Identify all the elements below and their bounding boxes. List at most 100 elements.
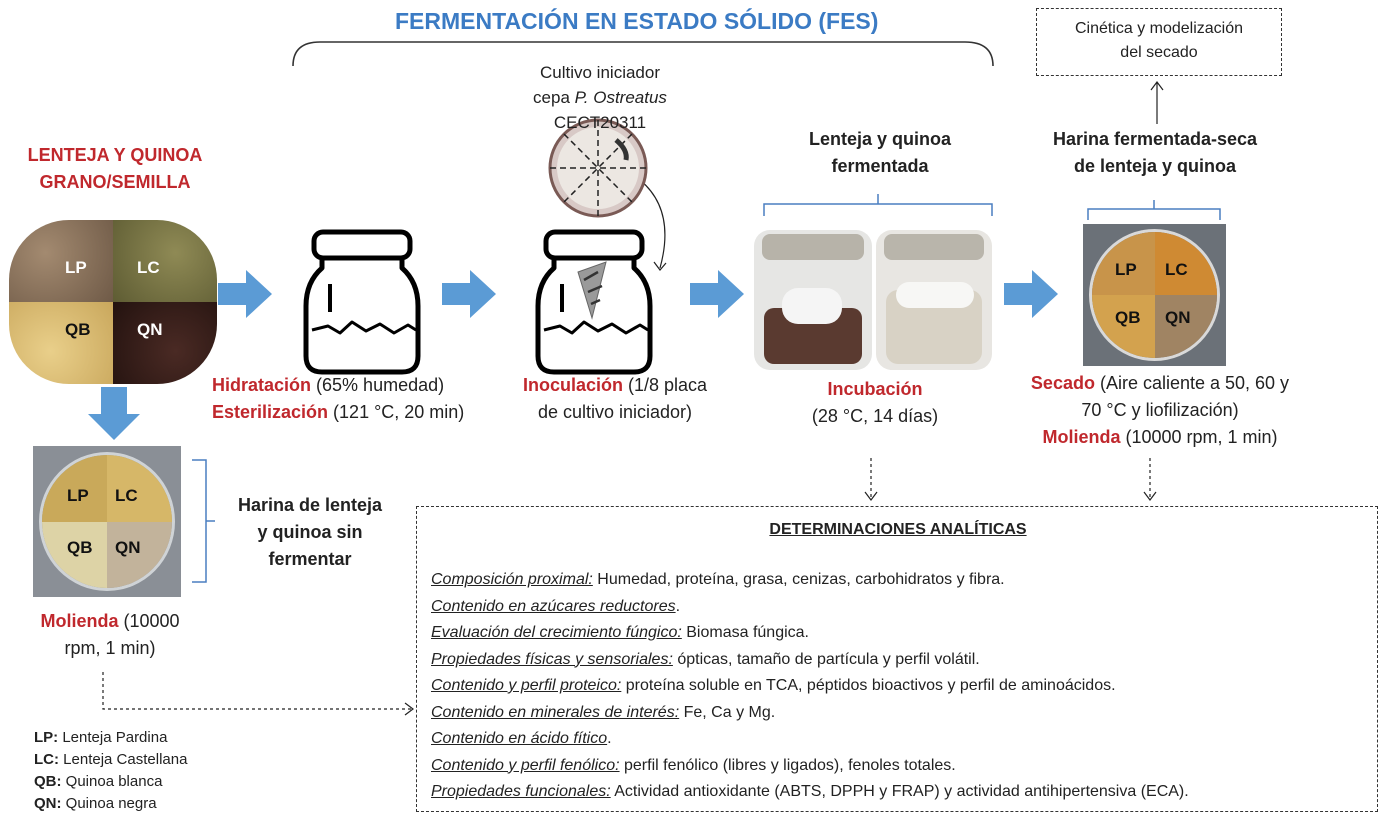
analytics-item-text: proteína soluble en TCA, péptidos bioact… <box>621 677 1116 694</box>
step-incubation: Incubación (28 °C, 14 días) <box>760 376 990 430</box>
inoculation-detail: (1/8 placa <box>622 375 708 395</box>
analytics-item: Composición proximal: Humedad, proteína,… <box>431 567 1189 594</box>
analytics-heading: DETERMINACIONES ANALÍTICAS <box>769 521 1027 538</box>
legend-text: Lenteja Castellana <box>59 751 188 768</box>
arrow-right-2 <box>442 270 496 318</box>
unf-label-qn: QN <box>115 538 141 557</box>
raw-heading-line2: GRANO/SEMILLA <box>39 172 191 192</box>
diagram-title: FERMENTACIÓN EN ESTADO SÓLIDO (FES) <box>395 8 879 34</box>
analytics-item: Contenido en minerales de interés: Fe, C… <box>431 700 1189 727</box>
raw-lc-quadrant <box>113 220 217 302</box>
drying-detail: (Aire caliente a 50, 60 y <box>1094 373 1290 393</box>
arrow-down-1 <box>88 387 140 440</box>
analytics-item-label: Contenido en azúcares reductores <box>431 597 676 615</box>
arrow-right-1 <box>218 270 272 318</box>
unfermented-label-line1: Harina de lenteja <box>237 495 383 515</box>
starter-line1: Cultivo iniciador <box>540 63 660 82</box>
step-drying: Secado (Aire caliente a 50, 60 y 70 °C y… <box>1010 370 1310 451</box>
unf-label-qb: QB <box>67 538 93 557</box>
hydration-name: Hidratación <box>212 375 312 395</box>
unfermented-label-line3: fermentar <box>268 549 352 569</box>
step-hydration: Hidratación (65% humedad) Esterilización… <box>212 372 512 426</box>
up-arrow-kinetics <box>1150 81 1164 124</box>
process-arrows <box>88 270 1058 440</box>
dried-label-lc: LC <box>1165 260 1188 279</box>
raw-qn-quadrant <box>113 302 217 384</box>
raw-label-lc: LC <box>137 258 160 277</box>
kinetics-box: Cinética y modelización del secado <box>1036 8 1282 76</box>
inoculation-name: Inoculación <box>522 375 623 395</box>
unfermented-label: Harina de lenteja y quinoa sin fermentar <box>210 492 410 573</box>
jar-hydration-icon <box>303 229 421 375</box>
title-bracket <box>292 41 994 67</box>
starter-line3: CECT20311 <box>553 113 647 132</box>
unfermented-label-line2: y quinoa sin <box>257 522 363 542</box>
milling-detail: (10000 rpm, 1 min) <box>1120 427 1278 447</box>
legend-text: Lenteja Pardina <box>58 729 168 746</box>
starter-to-jar-arrow <box>639 179 666 269</box>
legend-abbr: LC: <box>34 751 59 768</box>
analytics-item-text: . <box>607 730 612 747</box>
analytics-item: Propiedades físicas y sensoriales: óptic… <box>431 647 1189 674</box>
incubation-detail: (28 °C, 14 días) <box>811 406 939 426</box>
sterilization-name: Esterilización <box>212 402 329 422</box>
drying-detail2: 70 °C y liofilización) <box>1081 400 1239 420</box>
starter-culture-dish <box>548 118 648 218</box>
sterilization-detail: (121 °C, 20 min) <box>328 402 465 422</box>
milling-name: Molienda <box>1042 427 1121 447</box>
dried-bracket <box>1087 200 1221 220</box>
kinetics-line1: Cinética y modelización <box>1074 20 1244 37</box>
analytics-item-text: Biomasa fúngica. <box>681 624 809 641</box>
dried-label-qb: QB <box>1115 308 1141 327</box>
legend-item: QN: Quinoa negra <box>34 793 187 815</box>
abbreviation-legend: LP: Lenteja Pardina LC: Lenteja Castella… <box>34 727 187 815</box>
drying-name: Secado <box>1030 373 1095 393</box>
analytics-item-label: Composición proximal: <box>431 571 593 588</box>
analytics-item-label: Contenido y perfil proteico: <box>431 677 622 694</box>
analytics-item: Contenido y perfil fenólico: perfil fenó… <box>431 753 1189 780</box>
analytics-box: DETERMINACIONES ANALÍTICAS Composición p… <box>416 506 1378 812</box>
starter-culture-label: Cultivo iniciador cepa P. Ostreatus CECT… <box>500 60 700 135</box>
jar-inoculation-icon <box>535 229 653 375</box>
arrow-right-4 <box>1004 270 1058 318</box>
raw-heading-line1: LENTEJA Y QUINOA <box>27 145 203 165</box>
starter-line2-species: P. Ostreatus <box>574 88 667 107</box>
raw-heading: LENTEJA Y QUINOA GRANO/SEMILLA <box>0 142 230 196</box>
analytics-item-text: . <box>675 597 681 615</box>
raw-qb-quadrant <box>9 302 113 384</box>
analytics-item-label: Propiedades funcionales: <box>431 783 611 800</box>
unfermented-bracket <box>192 459 215 583</box>
legend-item: LC: Lenteja Castellana <box>34 749 187 771</box>
analytics-item: Contenido en azúcares reductores. <box>431 594 1189 621</box>
step-inoculation: Inoculación (1/8 placa de cultivo inicia… <box>500 372 730 426</box>
dried-label-lp: LP <box>1115 260 1137 279</box>
unfermented-milling-name: Molienda <box>40 611 119 631</box>
analytics-item-label: Evaluación del crecimiento fúngico: <box>431 624 682 641</box>
fermented-label: Lenteja y quinoa fermentada <box>770 126 990 180</box>
kinetics-line2: del secado <box>1120 44 1198 61</box>
unfermented-flour-image: LP LC QB QN <box>33 446 181 597</box>
analytics-item: Contenido en ácido fítico. <box>431 726 1189 753</box>
unfermented-milling-detail2: rpm, 1 min) <box>64 638 156 658</box>
incubation-name: Incubación <box>827 379 923 399</box>
analytics-item: Contenido y perfil proteico: proteína so… <box>431 673 1189 700</box>
raw-label-qn: QN <box>137 320 163 339</box>
analytics-item-text: ópticas, tamaño de partícula y perfil vo… <box>672 650 980 668</box>
analytics-item: Evaluación del crecimiento fúngico: Biom… <box>431 620 1189 647</box>
analytics-list: Composición proximal: Humedad, proteína,… <box>431 567 1189 806</box>
raw-lp-quadrant <box>9 220 113 302</box>
analytics-item-text: perfil fenólico (libres y ligados), feno… <box>619 756 956 774</box>
fermented-bracket <box>763 194 993 216</box>
dried-line1: Harina fermentada-seca <box>1052 129 1258 149</box>
legend-text: Quinoa blanca <box>61 773 163 790</box>
legend-item: QB: Quinoa blanca <box>34 771 187 793</box>
legend-abbr: QN: <box>34 795 62 812</box>
legend-item: LP: Lenteja Pardina <box>34 727 187 749</box>
analytics-item-label: Propiedades físicas y sensoriales: <box>431 650 673 668</box>
raw-label-qb: QB <box>65 320 91 339</box>
unfermented-milling-detail: (10000 <box>118 611 180 631</box>
dried-label-qn: QN <box>1165 308 1191 327</box>
analytics-item-text: Fe, Ca y Mg. <box>679 703 776 721</box>
analytics-item-text: Actividad antioxidante (ABTS, DPPH y FRA… <box>610 783 1189 800</box>
legend-text: Quinoa negra <box>61 795 157 812</box>
